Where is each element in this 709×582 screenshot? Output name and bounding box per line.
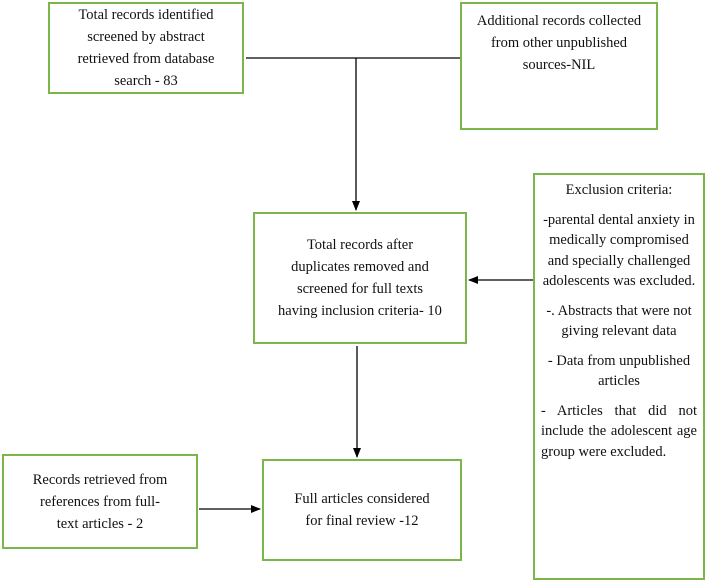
- additional-records-text: Additional records collected from other …: [476, 13, 642, 73]
- exclusion-item-abstracts: -. Abstracts that were not giving releva…: [546, 302, 692, 340]
- identified-records-text: Total records identified screened by abs…: [77, 7, 215, 89]
- records-retrieved-text: Records retrieved from references from f…: [32, 471, 168, 532]
- exclusion-item-age-group: - Articles that did not include the adol…: [541, 402, 697, 460]
- exclusion-criteria-box: Exclusion criteria: -parental dental anx…: [533, 173, 705, 580]
- duplicates-removed-text: Total records after duplicates removed a…: [278, 237, 442, 319]
- duplicates-removed-box: Total records after duplicates removed a…: [253, 212, 467, 344]
- exclusion-item-unpublished: - Data from unpublished articles: [547, 352, 691, 390]
- additional-records-box: Additional records collected from other …: [460, 2, 658, 130]
- final-review-box: Full articles considered for final revie…: [262, 459, 462, 561]
- exclusion-criteria-title: Exclusion criteria:: [565, 182, 673, 198]
- exclusion-item-medically-compromised: -parental dental anxiety in medically co…: [542, 211, 696, 290]
- identified-records-box: Total records identified screened by abs…: [48, 2, 244, 94]
- final-review-text: Full articles considered for final revie…: [294, 491, 430, 529]
- records-retrieved-box: Records retrieved from references from f…: [2, 454, 198, 549]
